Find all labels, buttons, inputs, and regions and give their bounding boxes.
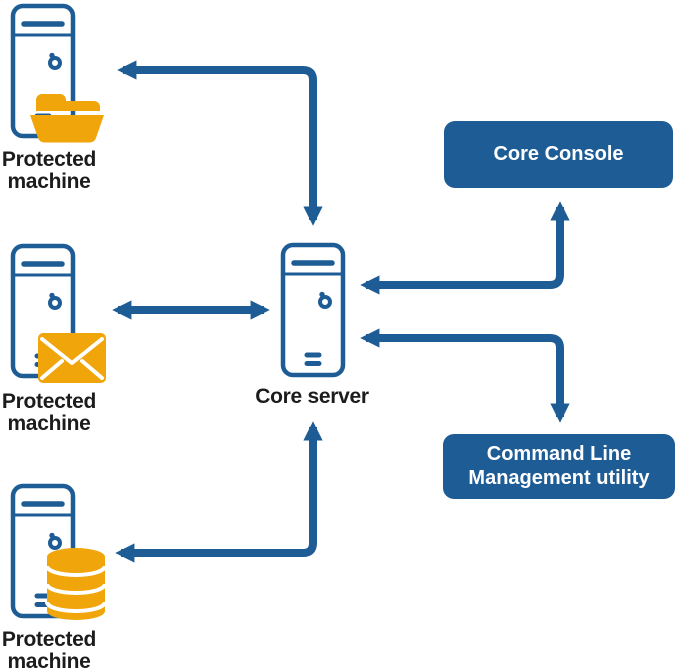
node-protected-machine-bottom: Protected machine xyxy=(2,483,140,671)
node-protected-machine-top: Protected machine xyxy=(2,3,140,203)
node-label: Protected machine xyxy=(1,628,97,671)
database-bands xyxy=(45,565,107,613)
cli-utility-box: Command Line Management utility xyxy=(443,434,675,499)
folder-back xyxy=(36,94,100,111)
server-tower-icon xyxy=(280,242,346,378)
folder-icon xyxy=(30,94,104,143)
node-core-server: Core server xyxy=(255,242,420,422)
core-console-label: Core Console xyxy=(493,142,624,165)
envelope-body xyxy=(38,333,106,383)
node-label: Protected machine xyxy=(1,390,97,435)
cli-utility-label: Command Line Management utility xyxy=(468,442,650,489)
node-label: Protected machine xyxy=(1,148,97,193)
envelope-icon xyxy=(38,333,106,383)
database-icon xyxy=(45,548,107,620)
arrow-bottom-machine-core xyxy=(115,421,323,563)
node-protected-machine-middle: Protected machine xyxy=(2,243,140,443)
core-console-box: Core Console xyxy=(444,121,673,188)
node-label: Core server xyxy=(255,385,369,408)
arrow-top-machine-core xyxy=(117,60,323,226)
envelope-folds xyxy=(40,359,104,380)
envelope-flap xyxy=(40,337,104,365)
database-body xyxy=(47,548,105,620)
folder-front xyxy=(30,115,104,143)
